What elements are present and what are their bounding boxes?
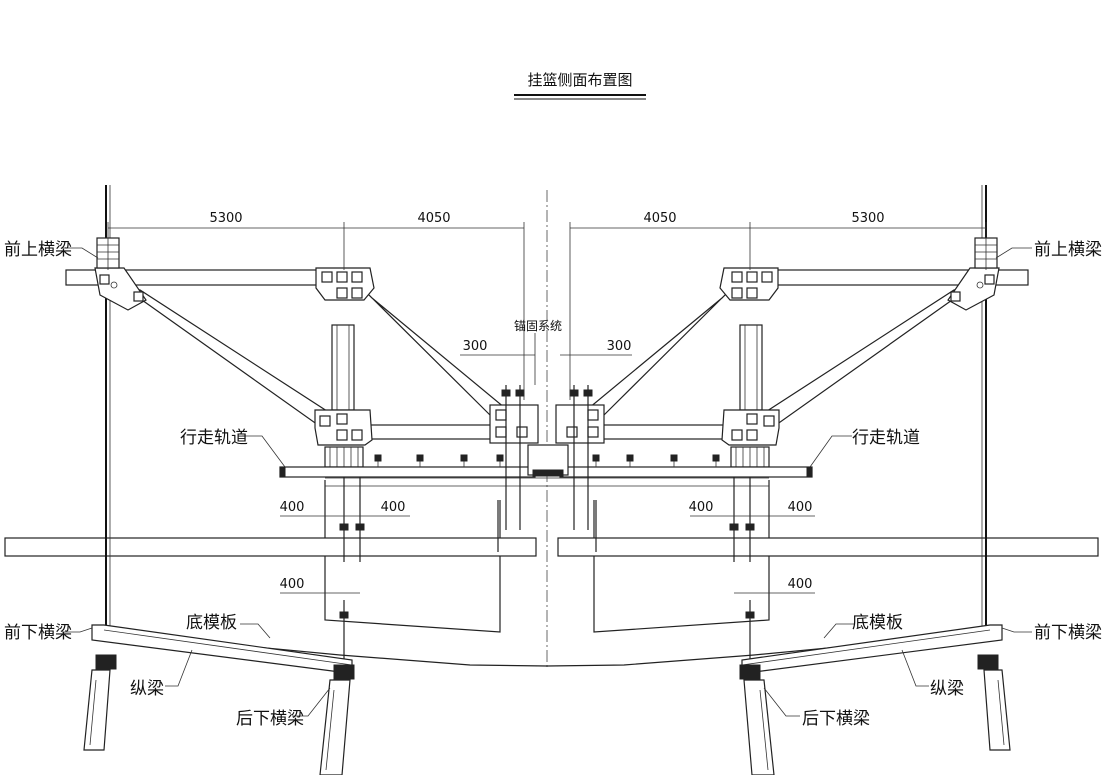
hangers-right xyxy=(729,477,755,670)
dim-hanger-left-3: 400 xyxy=(280,577,305,592)
label-rear-lower-beam-right: 后下横梁 xyxy=(802,709,870,729)
label-walking-track-right: 行走轨道 xyxy=(852,428,920,448)
drawing-title: 挂篮侧面布置图 xyxy=(527,71,632,89)
label-rear-lower-beam-left: 后下横梁 xyxy=(236,709,304,729)
dimension-lines xyxy=(107,222,987,594)
support-legs-right xyxy=(743,669,1011,775)
hangers-left xyxy=(339,477,365,670)
dim-left-inner: 4050 xyxy=(417,211,450,226)
truss-left xyxy=(65,185,539,640)
walking-track-left xyxy=(279,454,536,478)
label-anchor-system: 锚固系统 xyxy=(514,318,562,333)
deck-slab-left xyxy=(4,537,537,557)
dim-hanger-left-1: 400 xyxy=(280,500,305,515)
bottom-platform-left xyxy=(91,624,355,680)
dim-right-inner: 4050 xyxy=(643,211,676,226)
label-walking-track-left: 行走轨道 xyxy=(180,428,248,448)
label-bottom-form-left: 底模板 xyxy=(186,613,237,633)
dim-anchor-right: 300 xyxy=(607,339,632,354)
dim-left-outer: 5300 xyxy=(209,211,242,226)
dim-hanger-right-1: 400 xyxy=(689,500,714,515)
deck-slab-right xyxy=(557,537,1099,557)
dim-hanger-left-2: 400 xyxy=(381,500,406,515)
label-front-upper-beam-right: 前上横梁 xyxy=(1034,240,1102,260)
bottom-platform-right xyxy=(739,624,1003,680)
support-legs-left xyxy=(83,669,351,775)
label-longitudinal-beam-left: 纵梁 xyxy=(130,679,164,699)
label-front-lower-beam-left: 前下横梁 xyxy=(4,623,72,643)
label-front-upper-beam-left: 前上横梁 xyxy=(4,240,72,260)
leader-lines xyxy=(62,247,1032,717)
walking-track-right xyxy=(559,454,813,478)
anchor-system xyxy=(497,385,597,552)
dim-anchor-left: 300 xyxy=(463,339,488,354)
dim-hanger-right-3: 400 xyxy=(788,577,813,592)
truss-right xyxy=(555,185,1029,640)
label-front-lower-beam-right: 前下横梁 xyxy=(1034,623,1102,643)
dim-right-outer: 5300 xyxy=(851,211,884,226)
label-bottom-form-right: 底模板 xyxy=(852,613,903,633)
dim-hanger-right-2: 400 xyxy=(788,500,813,515)
label-longitudinal-beam-right: 纵梁 xyxy=(930,679,964,699)
